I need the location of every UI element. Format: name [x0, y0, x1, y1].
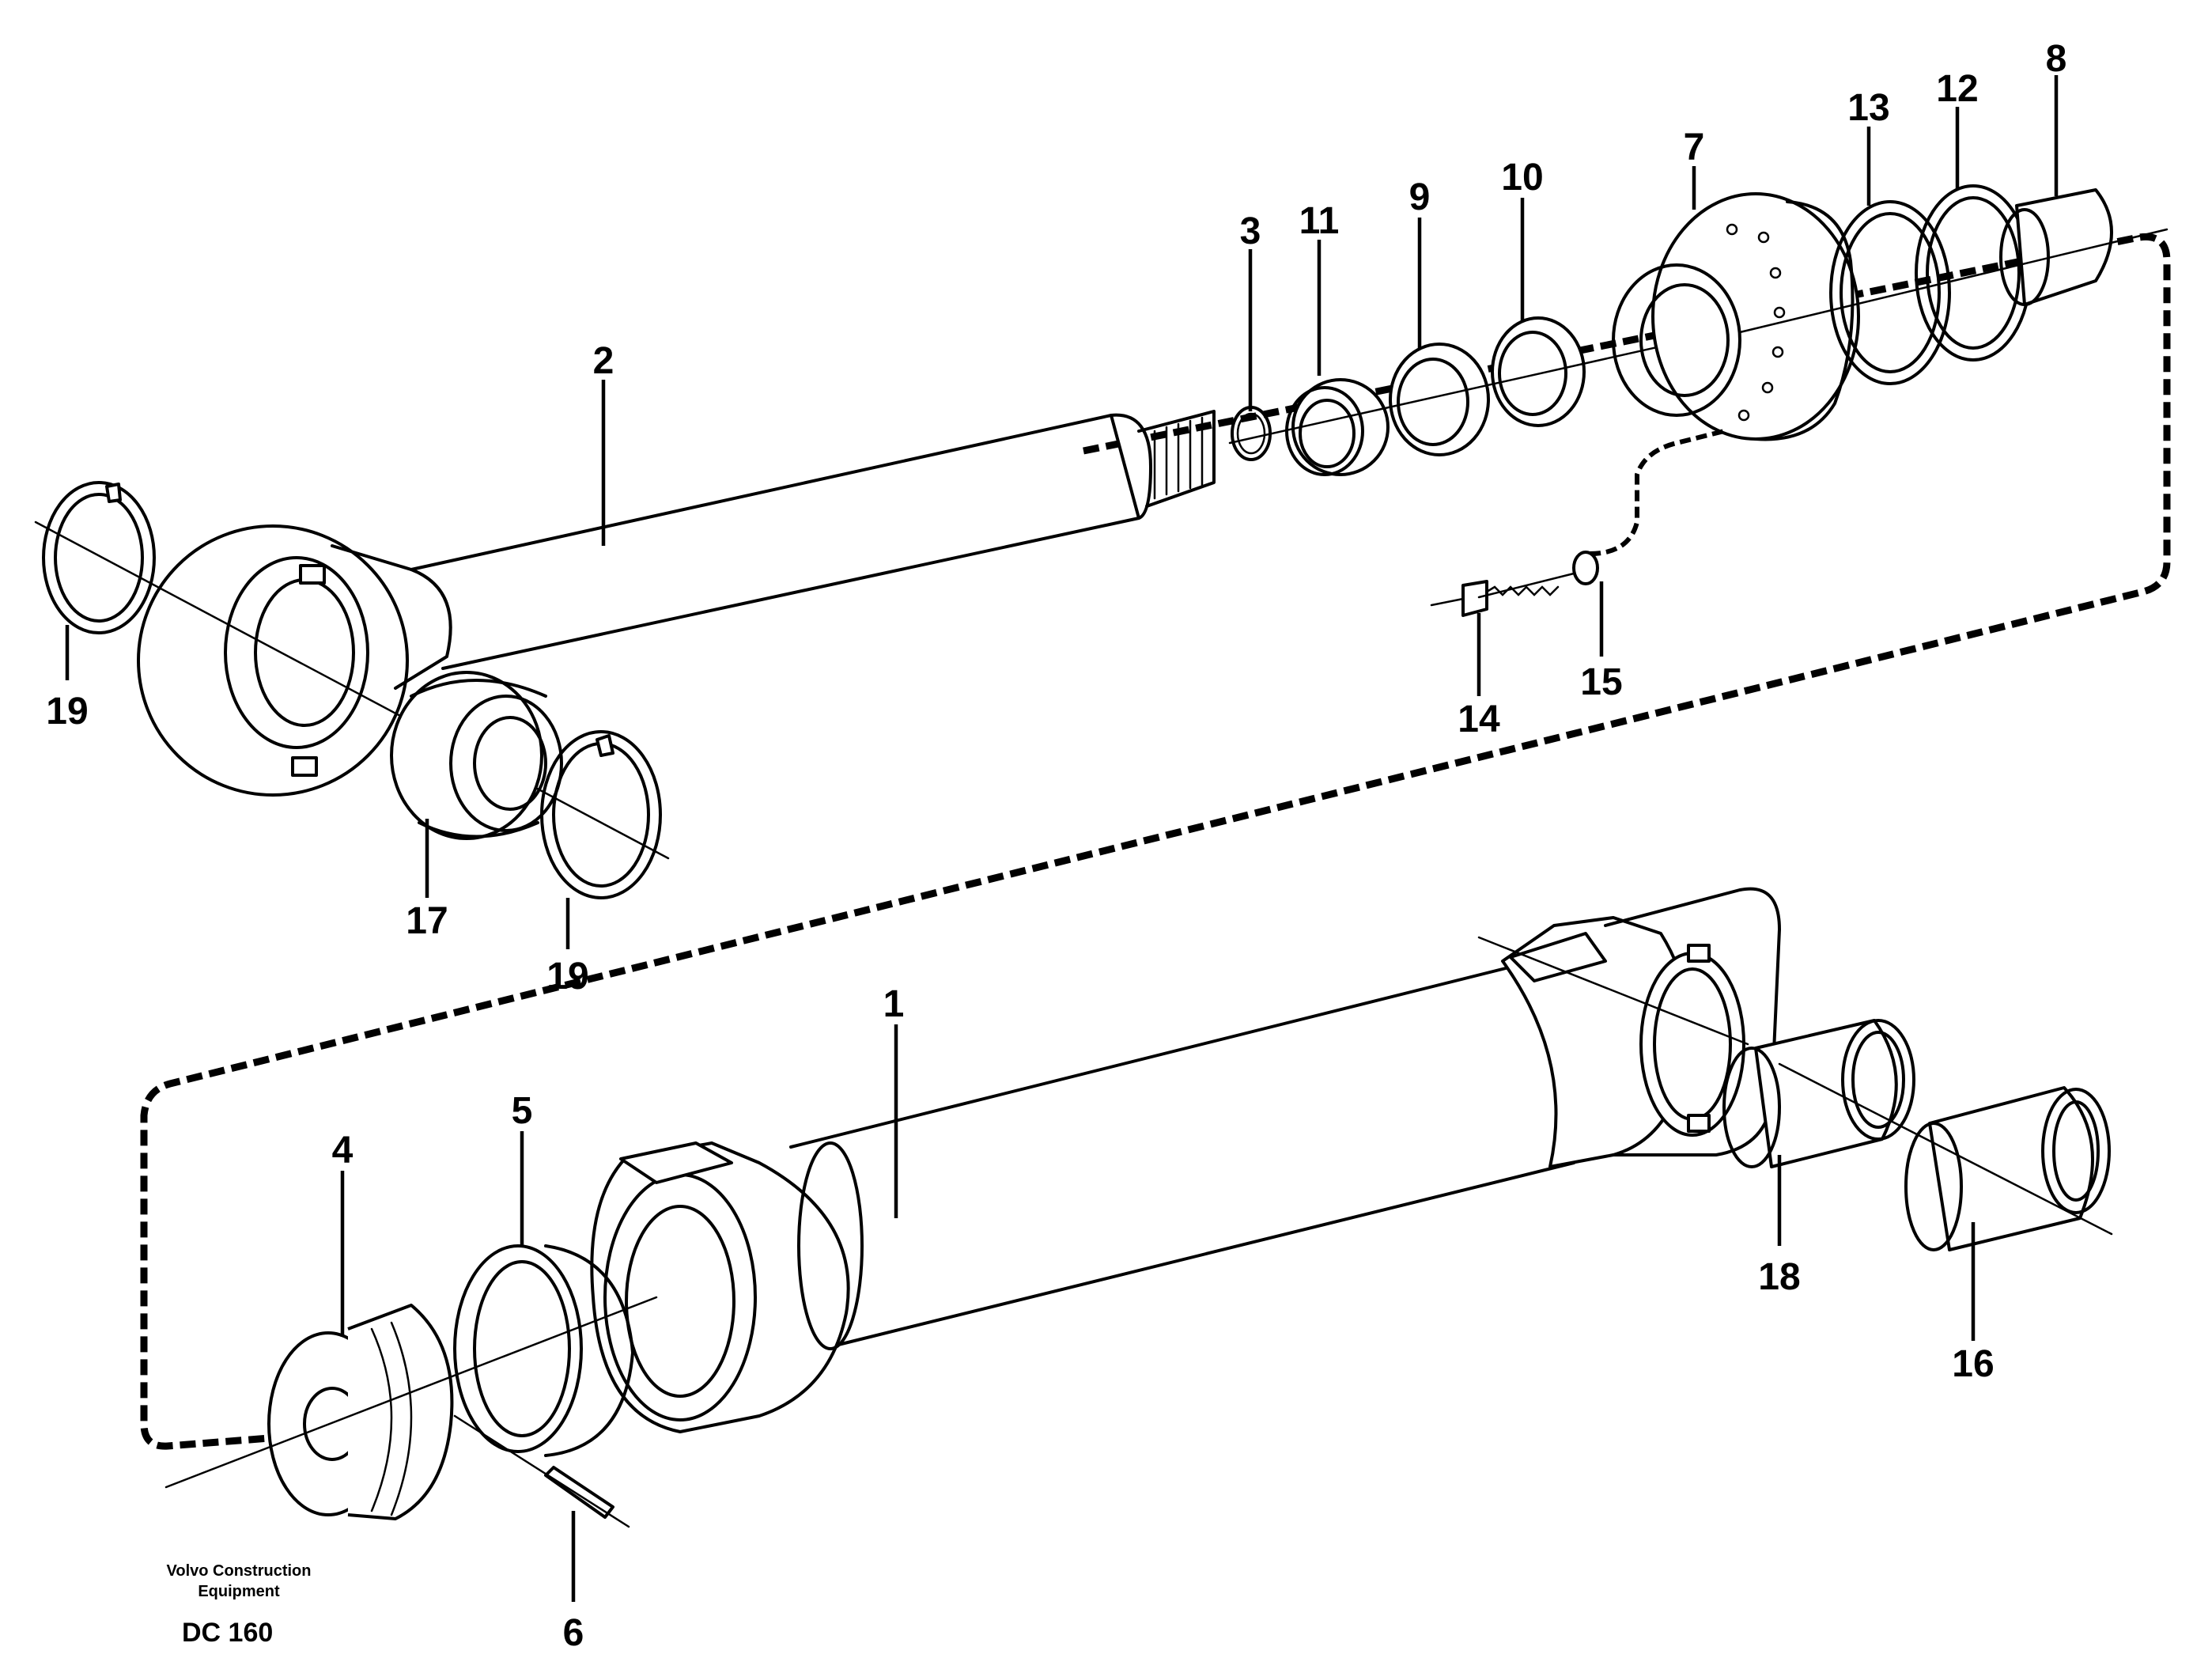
- pin-6: [453, 1414, 630, 1528]
- callout-5: 5: [512, 1090, 533, 1132]
- callout-15: 15: [1580, 661, 1622, 703]
- ring-13: [1829, 200, 1951, 385]
- bushing-16: [1904, 1086, 2111, 1251]
- callout-19-left: 19: [46, 691, 88, 733]
- spherical-bearing: [390, 671, 563, 840]
- callout-10: 10: [1501, 157, 1543, 199]
- callout-14: 14: [1458, 698, 1500, 740]
- cylinder-head: [1612, 192, 1860, 441]
- seal-kit-5: [453, 1244, 634, 1457]
- circlip-left: [42, 481, 156, 634]
- callout-6: 6: [563, 1612, 584, 1654]
- callout-11: 11: [1299, 200, 1340, 242]
- cylinder-tube: [590, 887, 1781, 1433]
- callout-12: 12: [1936, 68, 1978, 110]
- seal-10: [1491, 316, 1586, 427]
- callout-18: 18: [1758, 1256, 1800, 1298]
- callout-17: 17: [406, 900, 448, 942]
- manufacturer-label-line1: Volvo Construction: [167, 1562, 312, 1580]
- callout-9: 9: [1409, 176, 1431, 218]
- callout-7: 7: [1684, 127, 1705, 168]
- screw-and-washer: [1430, 429, 1725, 617]
- callout-16: 16: [1952, 1343, 1994, 1385]
- manufacturer-label-line2: Equipment: [198, 1583, 280, 1600]
- callout-13: 13: [1847, 87, 1889, 129]
- piston-rod: [34, 410, 1216, 860]
- callout-1: 1: [883, 983, 905, 1025]
- bushing-18: [1722, 1019, 1915, 1168]
- seal-9: [1389, 343, 1490, 456]
- circlip-right: [540, 730, 662, 899]
- callout-19-right: 19: [546, 956, 588, 997]
- drawing-code: DC 160: [182, 1618, 273, 1648]
- callout-4: 4: [332, 1130, 354, 1172]
- assembly-group-outline: [140, 233, 2171, 1450]
- callout-3: 3: [1240, 210, 1261, 252]
- callout-2: 2: [593, 340, 614, 382]
- piston-ring-11: [1285, 378, 1390, 476]
- callout-8: 8: [2046, 38, 2067, 80]
